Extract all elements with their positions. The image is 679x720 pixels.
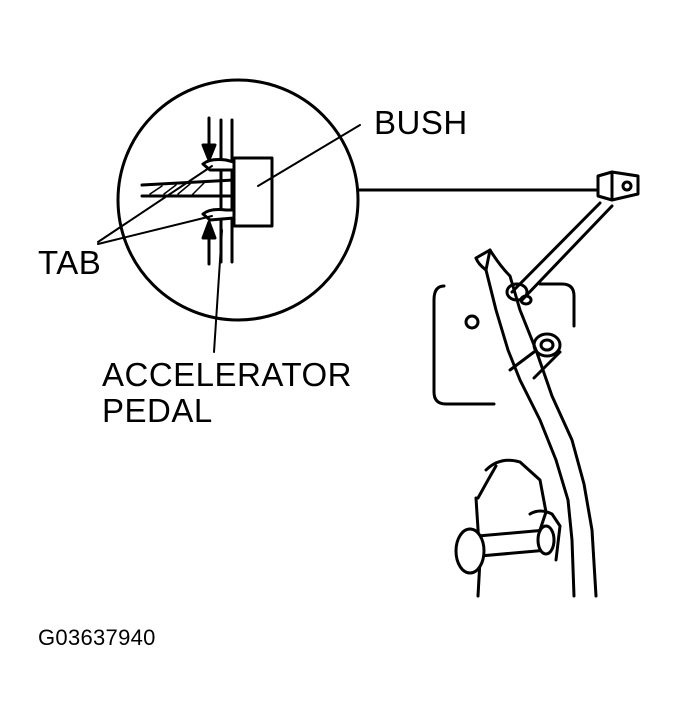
detail-arrow-up (201, 220, 217, 266)
tab-label: TAB (38, 244, 102, 281)
detail-tab-lower (201, 208, 236, 222)
pedal-bush-connector (596, 170, 640, 202)
detail-pedal-rod (219, 118, 234, 264)
detail-bush-block (232, 156, 274, 228)
pedal-housing (484, 458, 548, 532)
pedal-arm-rod (510, 201, 614, 302)
pedal-lever (474, 248, 598, 598)
pedal-bracket-plate (432, 284, 496, 406)
tab-leader-line-1 (97, 165, 213, 243)
pedal-stopper (454, 509, 562, 575)
bush-leader-line (257, 124, 361, 187)
bracket-hole-left (464, 314, 480, 330)
tab-leader-line-2 (97, 215, 213, 245)
pedal-leader-line (213, 229, 223, 353)
figure-code: G03637940 (38, 625, 156, 650)
bush-label: BUSH (374, 104, 468, 141)
accelerator-pedal-label-line2: PEDAL (102, 392, 213, 429)
accelerator-pedal-label-line1: ACCELERATOR (102, 356, 353, 393)
detail-circle (116, 78, 360, 322)
detail-arrow-down (201, 116, 217, 162)
